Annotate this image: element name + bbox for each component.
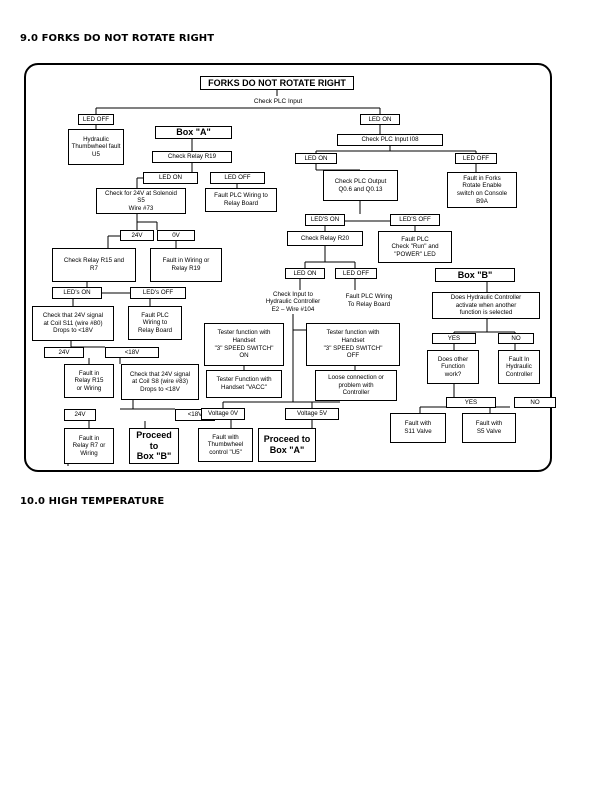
fault-plc-wiring-relay-board: Fault PLC Wiring to Relay Board xyxy=(128,306,182,340)
check-24v-coil-s11: Check that 24V signal at Coil S11 (wire … xyxy=(32,306,114,341)
leds-on-a: LED's ON xyxy=(52,287,102,299)
fault-plc-wiring-relay: Fault PLC Wiring to Relay Board xyxy=(205,188,277,212)
fault-thumbwheel-u5: Fault with Thumbwheel control "U5" xyxy=(198,428,253,462)
lt18-b: <18V xyxy=(105,347,159,358)
does-hydraulic-controller-activate: Does Hydraulic Controller activate when … xyxy=(432,292,540,319)
check-relay-r15-r7: Check Relay R15 and R7 xyxy=(52,248,136,282)
voltage-0v: Voltage 0V xyxy=(201,408,245,420)
box-a-label: Box "A" xyxy=(155,126,232,139)
proceed-box-b: Proceed to Box "B" xyxy=(129,428,179,464)
fault-plc-run: Fault PLC Check "Run" and "POWER" LED xyxy=(378,231,452,263)
fault-hydraulic-controller: Fault In Hydraulic Controller xyxy=(498,350,540,384)
does-other-function-work: Does other Function work? xyxy=(427,350,479,384)
led-off-r20: LED OFF xyxy=(335,268,377,279)
leds-off-output: LED'S OFF xyxy=(390,214,440,226)
hydraulic-thumbwheel-fault: Hydraulic Thumbwheel fault U5 xyxy=(68,129,124,165)
no-2: NO xyxy=(514,397,556,408)
check-plc-input: Check PLC Input xyxy=(240,96,316,107)
section-heading-forks: 9.0 FORKS DO NOT ROTATE RIGHT xyxy=(20,33,215,44)
tester-switch-on: Tester function with Handset "3" SPEED S… xyxy=(204,323,284,366)
tester-handset-vacc: Tester Function with Handset "VACC" xyxy=(206,370,282,398)
v0-a: 0V xyxy=(157,230,195,241)
loose-connection: Loose connection or problem with Control… xyxy=(315,370,397,401)
fault-relay-r15: Fault in Relay R15 or Wiring xyxy=(64,364,114,398)
led-on-r19: LED ON xyxy=(143,172,198,184)
check-24v-coil-s8: Check that 24V signal at Coil S8 (wire #… xyxy=(121,364,199,400)
check-plc-input-i08: Check PLC Input I08 xyxy=(337,134,443,146)
check-input-hydraulic-controller: Check Input to Hydraulic Controller E2 –… xyxy=(251,290,335,314)
led-off-left: LED OFF xyxy=(78,114,114,125)
led-off-i08: LED OFF xyxy=(455,153,497,164)
led-off-r19: LED OFF xyxy=(210,172,265,184)
check-relay-r19: Check Relay R19 xyxy=(152,151,232,163)
led-on-right: LED ON xyxy=(360,114,400,125)
v24-c: 24V xyxy=(64,409,96,421)
yes-1: YES xyxy=(432,333,476,344)
box-b-label: Box "B" xyxy=(435,268,515,282)
fault-s5-valve: Fault with S5 Valve xyxy=(462,413,516,443)
check-24v-solenoid-s5: Check for 24V at Solenoid S5 Wire #73 xyxy=(96,188,186,214)
fault-s11-valve: Fault with S11 Valve xyxy=(390,413,446,443)
fault-forks-rotate-enable: Fault in Forks Rotate Enable switch on C… xyxy=(447,172,517,208)
leds-on-output: LED'S ON xyxy=(305,214,345,226)
check-plc-output: Check PLC Output Q0.6 and Q0.13 xyxy=(323,170,398,201)
fault-relay-r7: Fault in Relay R7 or Wiring xyxy=(64,428,114,464)
voltage-5v: Voltage 5V xyxy=(285,408,339,420)
v24-b: 24V xyxy=(44,347,84,358)
section-heading-high-temperature: 10.0 HIGH TEMPERATURE xyxy=(20,496,165,507)
tester-switch-off: Tester function with Handset "3" SPEED S… xyxy=(306,323,400,366)
yes-2: YES xyxy=(446,397,496,408)
fault-wiring-relay-r19: Fault in Wiring or Relay R19 xyxy=(150,248,222,282)
no-1: NO xyxy=(498,333,534,344)
chart-title: FORKS DO NOT ROTATE RIGHT xyxy=(200,76,354,90)
fault-plc-wiring-r20: Fault PLC Wiring To Relay Board xyxy=(333,290,405,312)
proceed-box-a: Proceed to Box "A" xyxy=(258,428,316,462)
leds-off-a: LED's OFF xyxy=(130,287,186,299)
led-on-i08: LED ON xyxy=(295,153,337,164)
led-on-r20: LED ON xyxy=(285,268,325,279)
flowchart-frame xyxy=(24,63,552,472)
check-relay-r20: Check Relay R20 xyxy=(287,231,363,246)
v24-a: 24V xyxy=(120,230,154,241)
